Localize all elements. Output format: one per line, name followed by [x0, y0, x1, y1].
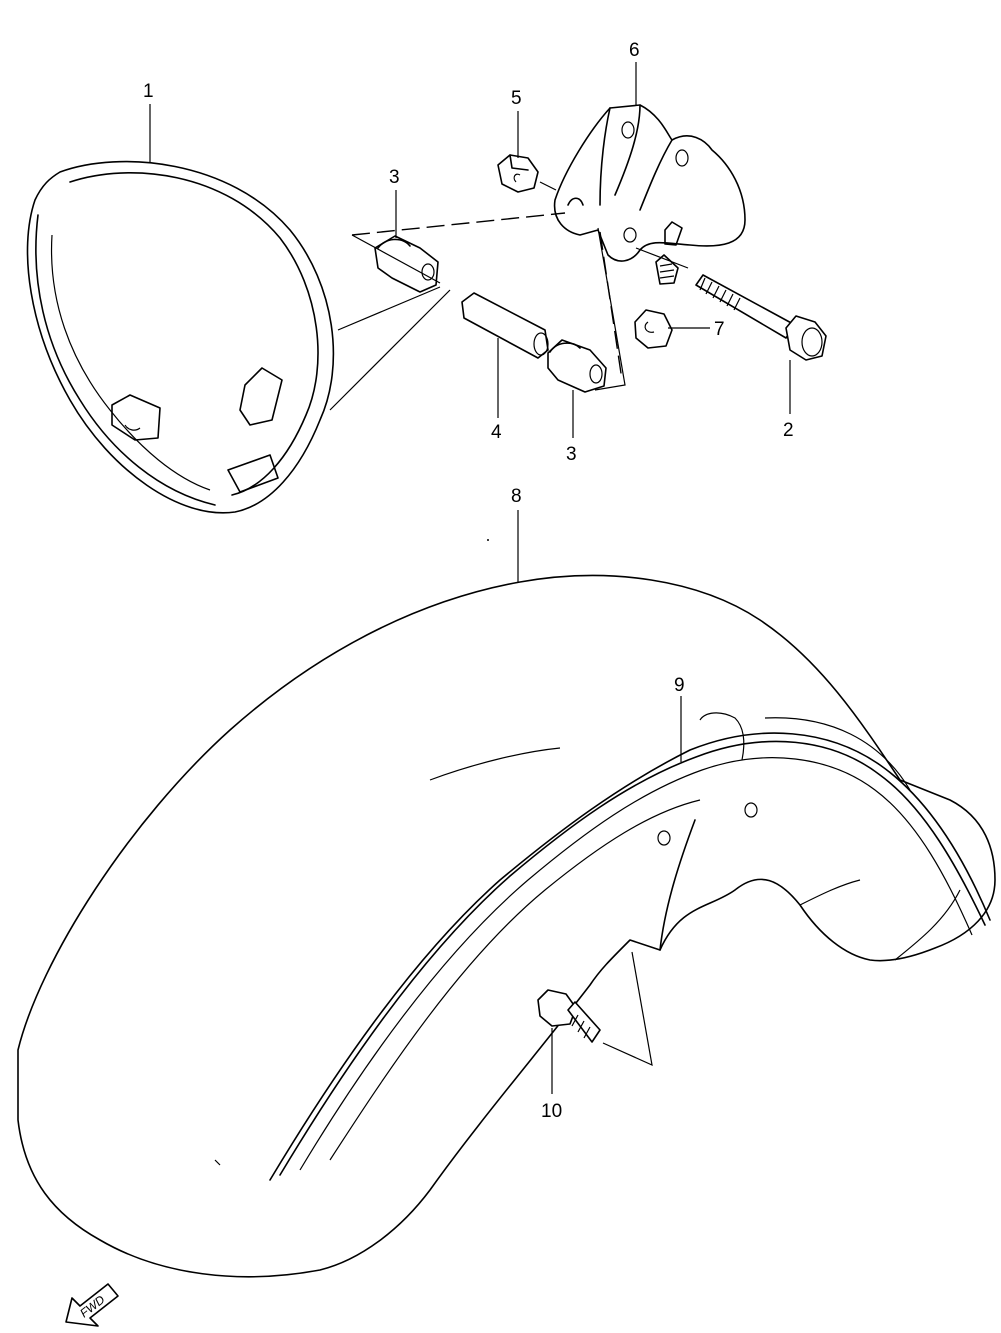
stray-dot [487, 539, 489, 541]
callout-6: 6 [629, 40, 640, 61]
nut-5 [497, 154, 539, 193]
bracket-stud [655, 254, 679, 285]
forward-direction-arrow: FWD [65, 1283, 119, 1327]
callout-7: 7 [714, 319, 725, 340]
bushing-3-lower [547, 339, 607, 393]
assembly-lines [329, 181, 689, 411]
spacer-tube-4 [461, 292, 549, 359]
callout-5: 5 [511, 88, 522, 109]
callout-4: 4 [491, 422, 502, 443]
callout-numbers: 1 2 3 3 4 5 6 7 8 9 10 [143, 40, 794, 1122]
headlight-housing [26, 160, 335, 514]
callout-10: 10 [541, 1101, 562, 1122]
callout-8: 8 [511, 486, 522, 507]
callout-3-lower: 3 [566, 444, 577, 465]
bushing-3-upper [374, 235, 439, 293]
nut-7 [634, 309, 673, 349]
bolt-2 [695, 274, 827, 361]
callout-1: 1 [143, 81, 154, 102]
callout-2: 2 [783, 420, 794, 441]
fender-bolt-10 [537, 951, 653, 1067]
front-fender [17, 574, 996, 1278]
leader-lines [149, 62, 791, 1094]
callout-9: 9 [674, 675, 685, 696]
headlight-bracket [553, 104, 746, 262]
callout-3-upper: 3 [389, 167, 400, 188]
